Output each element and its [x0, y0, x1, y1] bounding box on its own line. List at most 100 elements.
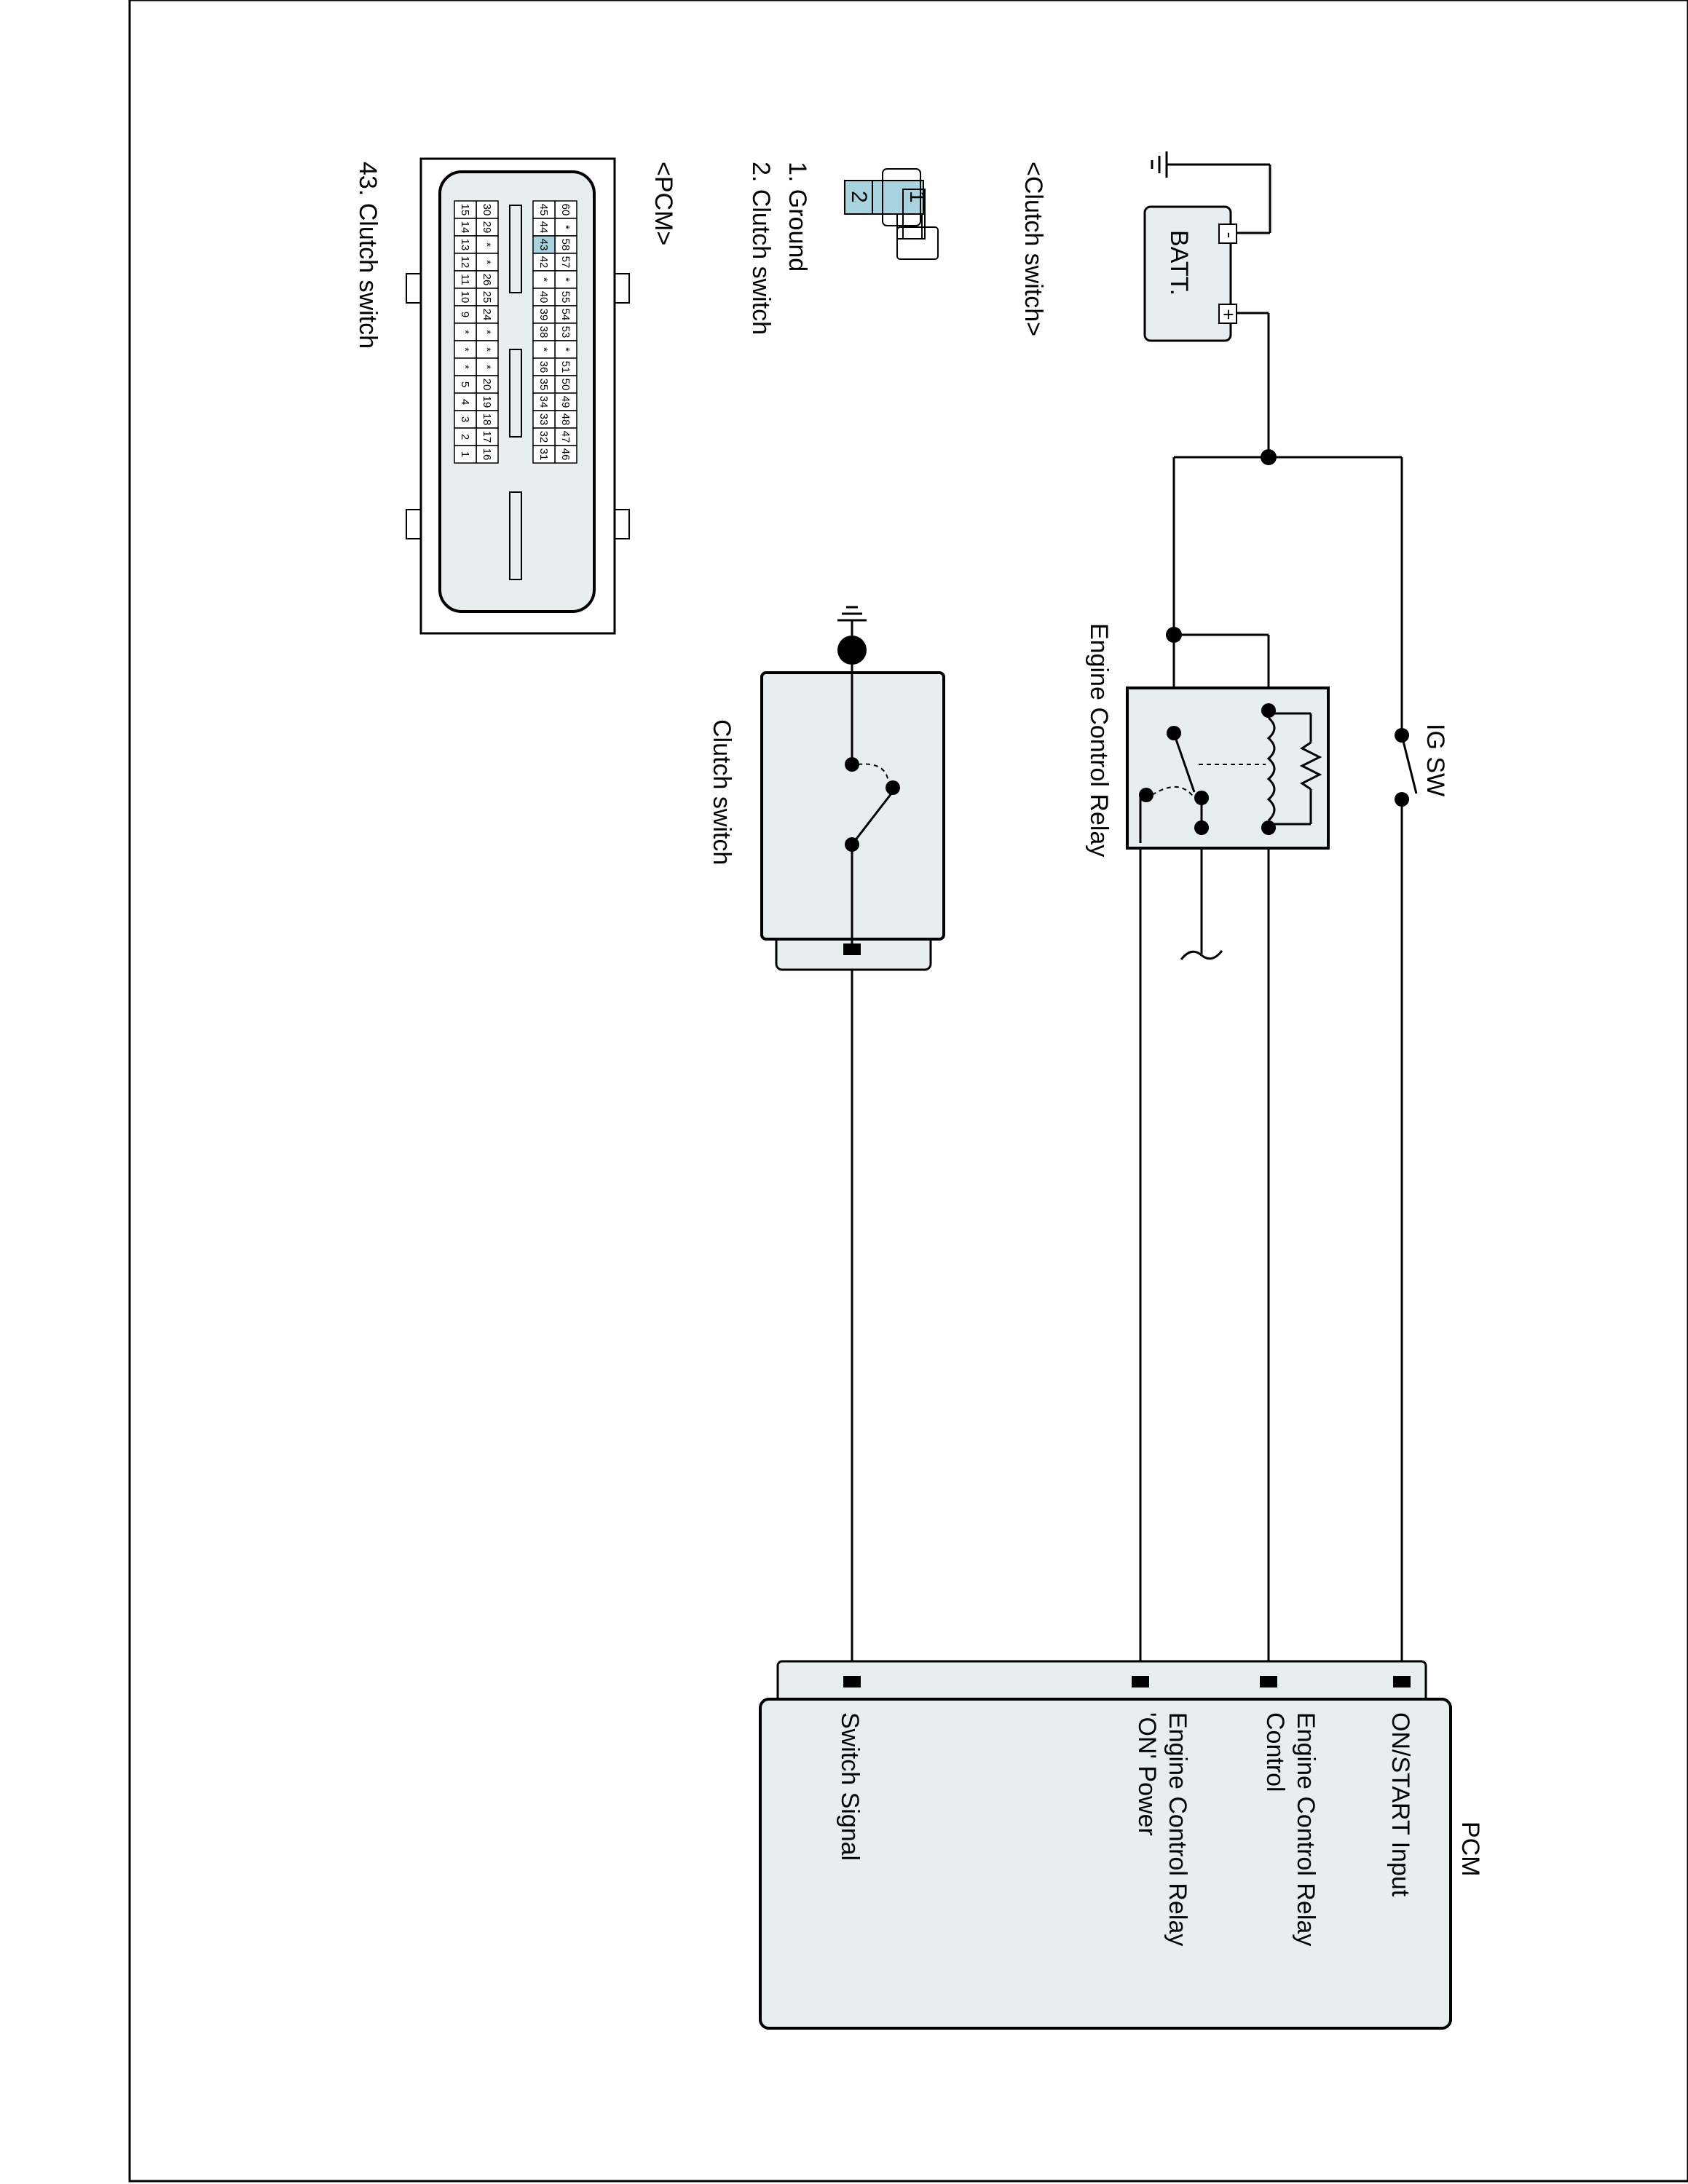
pcm-pin-on-start-input: ON/START Input: [1387, 1712, 1414, 1897]
clutch-switch-connector: <Clutch switch> 1 2 1. Ground 2. Clutch …: [747, 162, 1047, 336]
pcm-pin-cell: [454, 305, 477, 324]
pcm-pin-cell: [532, 392, 556, 411]
pcm-pin-cell: [454, 375, 477, 394]
junction-dot: [1166, 627, 1182, 643]
pcm-pin-cell: [476, 288, 499, 306]
clutch-switch-label: Clutch switch: [708, 719, 735, 865]
clutch-switch: Clutch switch: [708, 606, 945, 971]
pcm-pin-label: 39: [537, 309, 550, 321]
ig-switch: IG SW: [1395, 724, 1449, 807]
pcm-pin-cell: [532, 200, 556, 219]
pcm-pin-cell: [532, 235, 556, 254]
pcm-pin-cell: [476, 253, 499, 272]
pcm-pin-label: 4: [459, 399, 471, 405]
battery-label: BATT.: [1165, 230, 1193, 296]
pcm-pin-label: *: [559, 347, 572, 352]
pcm-pin-label: 3: [459, 416, 471, 422]
battery-minus-label: -: [1219, 232, 1241, 239]
pcm-connector: <PCM> 60*5857*555453*5150494847464544434…: [354, 157, 677, 635]
page-border: [128, 0, 1688, 2183]
pcm-pin-label: 42: [537, 256, 550, 269]
pcm-pin-label: 45: [537, 204, 550, 216]
clutch-connector-title: <Clutch switch>: [1019, 162, 1047, 336]
pcm-pin-label: *: [459, 347, 471, 352]
pcm-pin-label: 19: [481, 396, 493, 408]
pcm-pin-label: *: [537, 347, 550, 352]
engine-control-relay-label: Engine Control Relay: [1085, 623, 1113, 857]
pcm-pin-relay-power: Engine Control Relay: [1164, 1712, 1191, 1946]
pcm-pin-label: 51: [559, 361, 572, 373]
battery: - + BATT.: [1143, 205, 1241, 342]
pcm-pin-cell: [454, 445, 477, 464]
pcm-pin-cell: [554, 253, 577, 272]
pcm-pin-label: 18: [481, 414, 493, 426]
pcm-pin-relay-control: Engine Control Relay: [1292, 1712, 1320, 1946]
battery-plus-label: +: [1218, 309, 1239, 320]
pcm-pin-cell: [532, 288, 556, 306]
pcm-pin-grid: 60*5857*555453*51504948474645444342*4039…: [454, 200, 577, 464]
pcm-pin-label: 2: [459, 434, 471, 440]
pcm-pin-label: *: [537, 277, 550, 282]
pcm-pin-label: *: [559, 277, 572, 282]
pcm-pin-label: 32: [537, 431, 550, 443]
pcm-pin-cell: [454, 392, 477, 411]
pcm-label: PCM: [1456, 1821, 1484, 1877]
pcm-pin-cell: [476, 375, 499, 394]
pcm-pin-label: 58: [559, 239, 572, 251]
pcm-pin-label: 38: [537, 326, 550, 339]
pcm-pin-label: 50: [559, 379, 572, 391]
pcm-pin-label: 57: [559, 256, 572, 269]
pcm-pin-label: 49: [559, 396, 572, 408]
pcm-pin-cell: [532, 375, 556, 394]
clutch-connector-legend-1: 1. Ground: [784, 162, 811, 272]
pcm-pin-label: *: [481, 365, 493, 369]
clutch-connector-pin2: 2: [847, 191, 871, 203]
pcm-pin-cell: [554, 288, 577, 306]
pcm-pin-label: *: [481, 242, 493, 247]
pcm-pin-label: 16: [481, 448, 493, 461]
pcm-pin-label: 15: [459, 204, 471, 216]
clutch-connector-pin1: 1: [905, 191, 929, 203]
pcm-pin-label: *: [459, 365, 471, 369]
pcm-pin-cell: [532, 445, 556, 464]
pcm-pin-cell: [554, 445, 577, 464]
pcm-pin-label: *: [481, 330, 493, 334]
pcm-pin-label: *: [481, 347, 493, 352]
pcm-pin-label: 36: [537, 361, 550, 373]
pcm-pin-label: 55: [559, 291, 572, 304]
pcm-pin-cell: [476, 445, 499, 464]
pcm-pin-label: 9: [459, 312, 471, 317]
pcm-pin-label: 17: [481, 431, 493, 443]
pcm-pin-label: 10: [459, 291, 471, 304]
pcm-pin-label: 11: [459, 274, 471, 285]
pcm-pin-label: 29: [481, 221, 493, 234]
pcm-pin-cell: [476, 270, 499, 289]
pcm-pin-label: 20: [481, 379, 493, 391]
pcm-pin-label: 5: [459, 381, 471, 387]
pcm-pin-label: 46: [559, 448, 572, 461]
pcm-pin-cell: [532, 323, 556, 341]
pcm-pin-label: 31: [537, 448, 550, 461]
pcm-pin-label: 24: [481, 309, 493, 321]
pcm-pin-cell: [454, 410, 477, 429]
pcm-pin-label: *: [559, 225, 572, 229]
pcm-pin-cell: [554, 340, 577, 359]
pcm-pin-label: 48: [559, 414, 572, 426]
pcm: PCM ON/START Input Engine Control Relay …: [759, 1660, 1484, 2030]
pcm-pin-label: 40: [537, 291, 550, 304]
pcm-pin-label: 14: [459, 221, 471, 234]
pcm-pin-label: 25: [481, 291, 493, 304]
pcm-pin-label: 60: [559, 204, 572, 216]
pcm-pin-label: 33: [537, 414, 550, 426]
pcm-pin-cell: [454, 218, 477, 237]
pcm-pin-label: 26: [481, 274, 493, 286]
battery-ground-icon: [1151, 151, 1168, 178]
pcm-pin-cell: [532, 253, 556, 272]
pcm-connector-legend: 43. Clutch switch: [354, 162, 382, 349]
pcm-pin-label: 35: [537, 379, 550, 391]
pcm-pin-cell: [454, 288, 477, 306]
pcm-pin-cell: [476, 410, 499, 429]
pcm-pin-label: 1: [459, 451, 471, 457]
pcm-pin-cell: [476, 200, 499, 219]
